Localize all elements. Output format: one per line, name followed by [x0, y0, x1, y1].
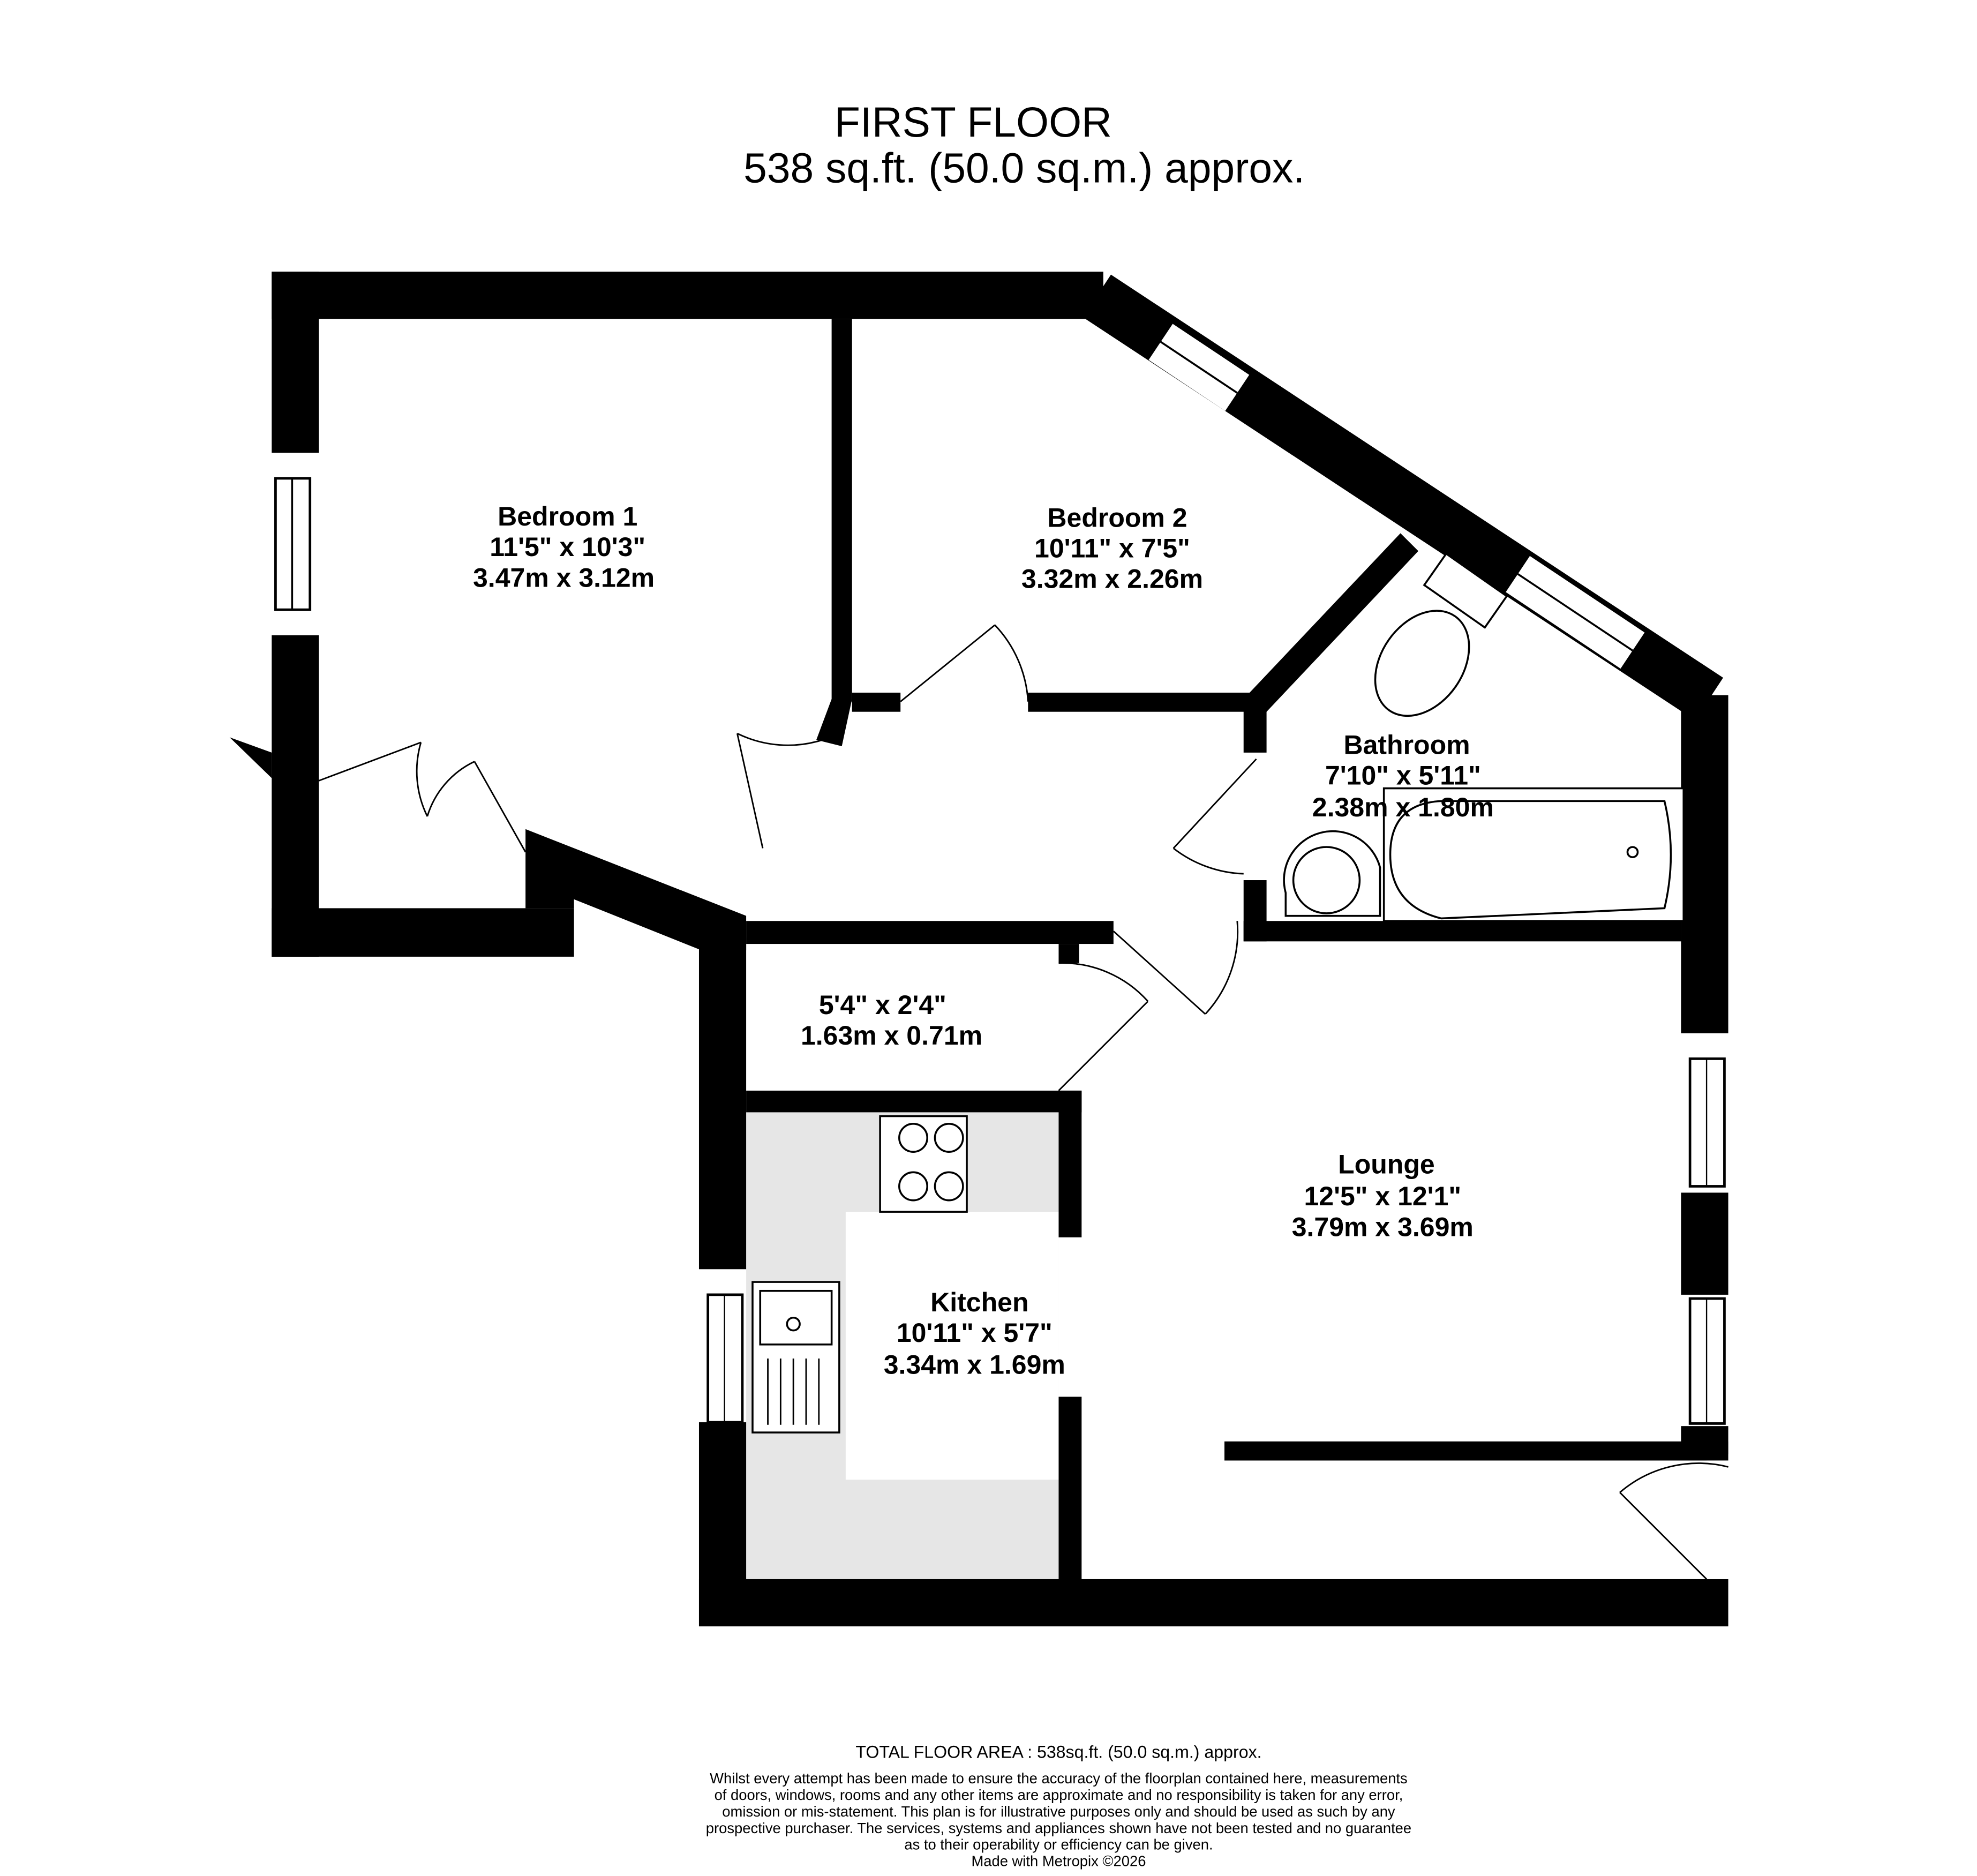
room-name-bedroom2: Bedroom 2: [1047, 502, 1187, 532]
fixtures: [751, 552, 1685, 1434]
room-imperial-bedroom1: 11'5" x 10'3": [490, 532, 645, 562]
disclaimer-line: prospective purchaser. The services, sys…: [706, 1820, 1411, 1836]
disclaimer-line: Whilst every attempt has been made to en…: [710, 1770, 1408, 1787]
room-name-lounge: Lounge: [1338, 1150, 1435, 1180]
plan-title: FIRST FLOOR: [835, 99, 1112, 146]
room-metric-lounge: 3.79m x 3.69m: [1292, 1212, 1474, 1242]
room-imperial-lounge: 12'5" x 12'1": [1304, 1181, 1461, 1211]
room-metric-bedroom1: 3.47m x 3.12m: [473, 562, 655, 592]
disclaimer-line: of doors, windows, rooms and any other i…: [715, 1787, 1403, 1803]
room-imperial-kitchen: 10'11" x 5'7": [897, 1318, 1053, 1348]
doors: [229, 624, 1728, 1580]
room-name-kitchen: Kitchen: [930, 1287, 1028, 1317]
room-imperial-cupboard: 5'4" x 2'4": [819, 990, 946, 1020]
bath-icon: [1382, 787, 1685, 922]
toilet-icon: [1374, 552, 1508, 717]
hob-icon: [879, 1115, 968, 1213]
windows: [274, 324, 1726, 1425]
room-metric-kitchen: 3.34m x 1.69m: [884, 1350, 1065, 1380]
room-imperial-bedroom2: 10'11" x 7'5": [1034, 534, 1190, 564]
room-imperial-bathroom: 7'10" x 5'11": [1325, 760, 1481, 790]
room-name-bathroom: Bathroom: [1343, 730, 1470, 760]
room-metric-bedroom2: 3.32m x 2.26m: [1021, 564, 1203, 594]
basin-icon: [1283, 830, 1381, 917]
room-name-bedroom1: Bedroom 1: [498, 501, 637, 531]
footer: TOTAL FLOOR AREA : 538sq.ft. (50.0 sq.m.…: [706, 1742, 1411, 1869]
disclaimer-line: as to their operability or efficiency ca…: [904, 1836, 1213, 1853]
sink-icon: [751, 1281, 840, 1434]
room-labels: Bedroom 1 11'5" x 10'3" 3.47m x 3.12m Be…: [473, 501, 1494, 1379]
disclaimer-line: omission or mis-statement. This plan is …: [722, 1803, 1395, 1820]
room-metric-bathroom: 2.38m x 1.80m: [1312, 792, 1494, 822]
credit: Made with Metropix ©2026: [971, 1853, 1146, 1870]
room-metric-cupboard: 1.63m x 0.71m: [801, 1020, 982, 1050]
total-floor-area: TOTAL FLOOR AREA : 538sq.ft. (50.0 sq.m.…: [855, 1742, 1261, 1761]
plan-subtitle: 538 sq.ft. (50.0 sq.m.) approx.: [743, 145, 1305, 192]
